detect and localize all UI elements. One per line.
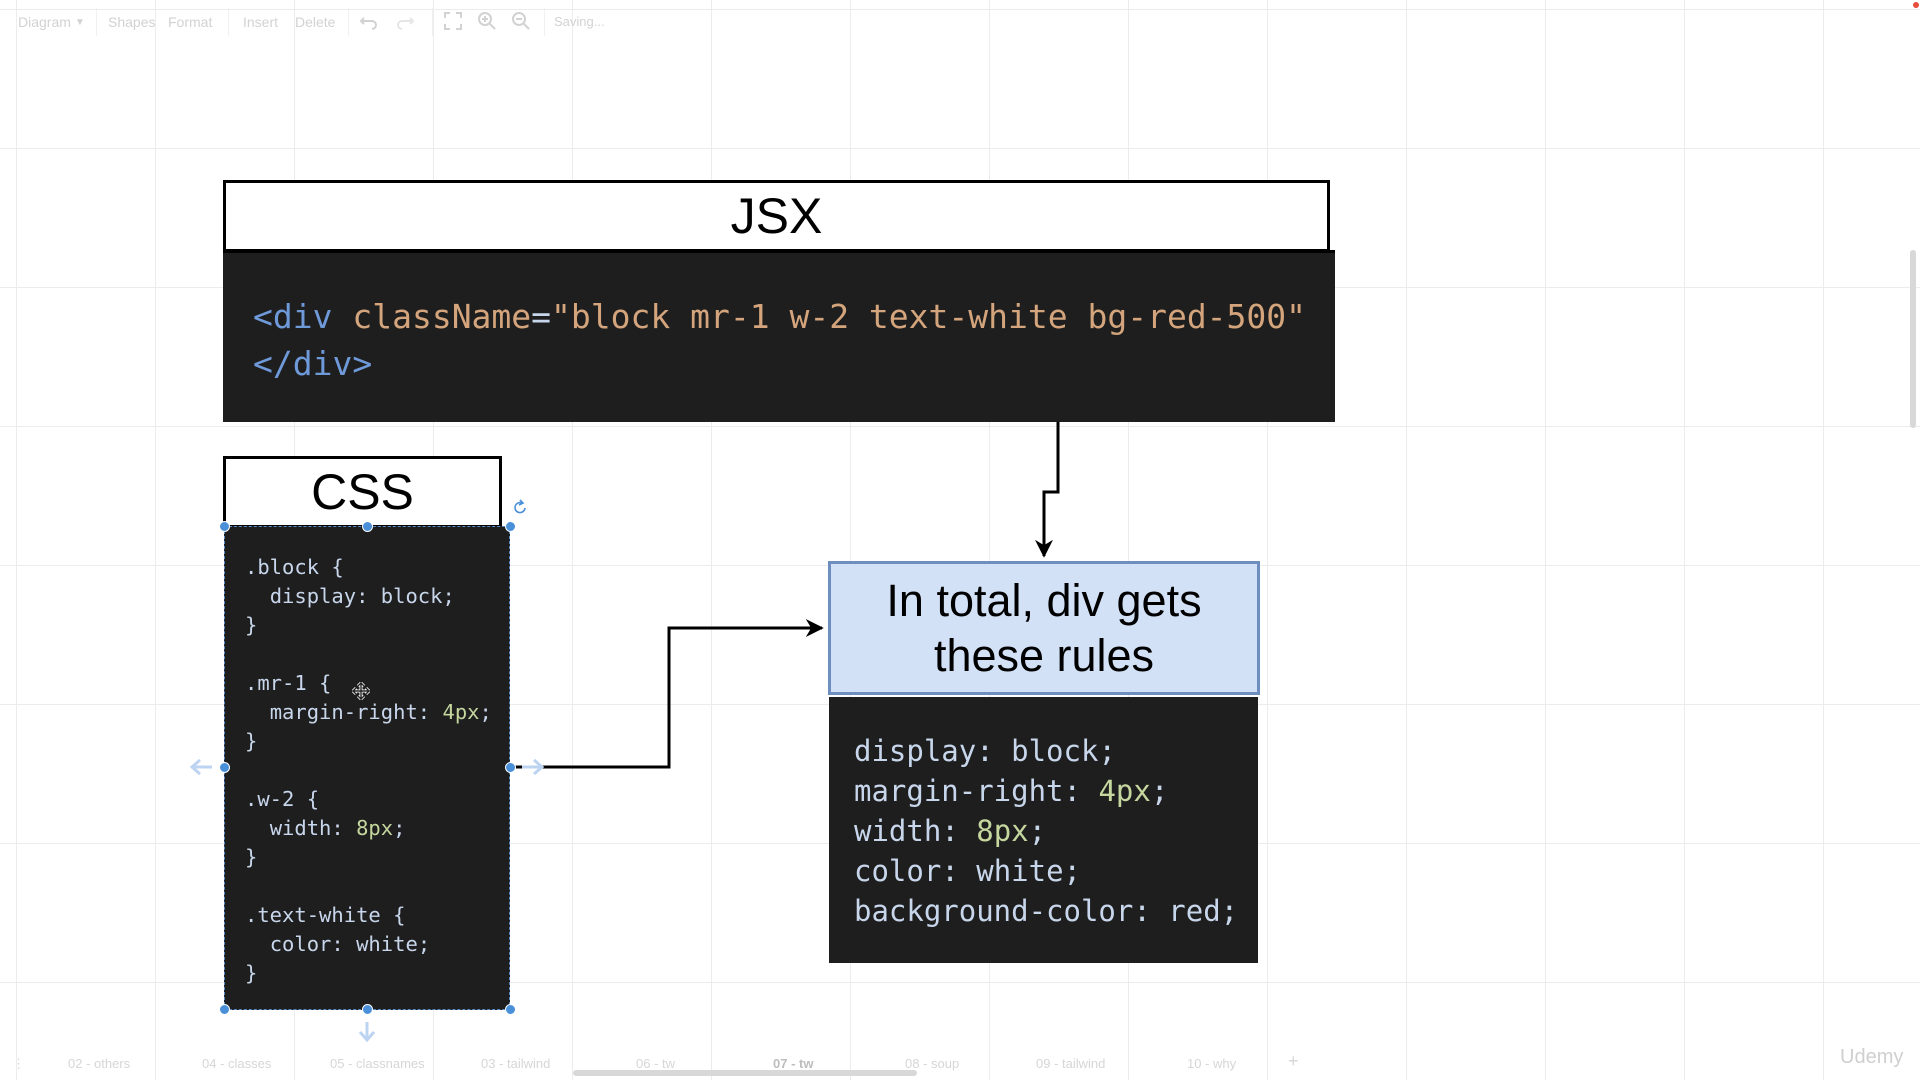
css-title-box[interactable]: CSS	[223, 456, 502, 528]
page-tab[interactable]: 09 - tailwind	[1036, 1056, 1106, 1071]
resize-handle-left[interactable]	[219, 762, 230, 773]
code-line: <div className="block mr-1 w-2 text-whit…	[253, 293, 1335, 340]
hover-arrow-right-icon[interactable]	[522, 758, 545, 776]
css-property: margin-right	[854, 774, 1064, 808]
css-property: width	[854, 814, 942, 848]
code-equals: =	[531, 297, 552, 336]
code-tag: <div	[253, 297, 333, 336]
jsx-to-total-arrow[interactable]	[1035, 422, 1060, 558]
css-rule: .block { display: block;}	[245, 555, 455, 637]
toolbar-divider	[228, 8, 229, 36]
css-value: 4px	[1098, 774, 1151, 808]
horizontal-scrollbar[interactable]	[573, 1070, 917, 1076]
jsx-title: JSX	[730, 188, 823, 244]
css-code-block[interactable]: .block { display: block;} .mr-1 { margin…	[224, 526, 510, 1010]
code-line: color: white;	[854, 854, 1082, 888]
resize-handle-bottom[interactable]	[362, 1004, 373, 1015]
toolbar-divider	[544, 8, 545, 36]
css-selector: .mr-1	[245, 671, 307, 695]
css-value: red	[1168, 894, 1221, 928]
jsx-code-block[interactable]: <div className="block mr-1 w-2 text-whit…	[223, 250, 1335, 422]
zoom-out-icon[interactable]	[510, 10, 532, 32]
code-line: background-color: red;	[854, 894, 1239, 928]
resize-handle-top-left[interactable]	[219, 521, 230, 532]
css-value: white	[356, 932, 418, 956]
pages-menu-icon[interactable]: ⋮	[12, 1056, 25, 1071]
page-tab[interactable]: 06 - tw	[636, 1056, 676, 1071]
resize-handle-right[interactable]	[505, 762, 516, 773]
css-property: margin-right	[269, 700, 418, 724]
code-line: margin-right: 4px;	[854, 774, 1169, 808]
toolbar-divider	[348, 8, 349, 36]
css-property: width	[269, 816, 332, 840]
css-to-total-arrow[interactable]	[510, 619, 824, 769]
code-line: </div>	[253, 340, 1335, 387]
shapes-button[interactable]: Shapes	[108, 14, 156, 30]
fullscreen-icon[interactable]	[442, 10, 464, 32]
css-selector: .block	[245, 555, 320, 579]
css-rule: .text-white { color: white;}	[245, 903, 431, 985]
resize-handle-bottom-right[interactable]	[505, 1004, 516, 1015]
resize-handle-top-right[interactable]	[505, 521, 516, 532]
hover-arrow-down-icon[interactable]	[358, 1022, 376, 1043]
code-line: display: block;	[854, 734, 1116, 768]
delete-button[interactable]: Delete	[295, 14, 336, 30]
css-value: block	[1011, 734, 1099, 768]
jsx-title-box[interactable]: JSX	[223, 180, 1330, 252]
udemy-watermark: Udemy	[1840, 1046, 1904, 1068]
toolbar-divider	[96, 8, 97, 36]
css-title: CSS	[311, 464, 414, 520]
css-selector: .text-white	[245, 903, 381, 927]
total-title-line: In total, div gets	[886, 575, 1202, 626]
css-property: background-color	[854, 894, 1134, 928]
page-tab[interactable]: 04 - classes	[202, 1056, 272, 1071]
resize-handle-bottom-left[interactable]	[219, 1004, 230, 1015]
code-attribute: className	[332, 297, 532, 336]
css-value: 8px	[976, 814, 1029, 848]
code-tag: </div>	[253, 344, 373, 383]
total-code-block[interactable]: display: block; margin-right: 4px; width: …	[829, 697, 1258, 963]
rotate-icon[interactable]	[514, 501, 526, 514]
format-button[interactable]: Format	[168, 14, 213, 30]
hover-arrow-left-icon[interactable]	[189, 758, 212, 776]
page-tab-active[interactable]: 07 - tw	[773, 1056, 814, 1071]
page-tab[interactable]: 02 - others	[68, 1056, 131, 1071]
chevron-down-icon: ▼	[75, 17, 85, 28]
zoom-in-icon[interactable]	[476, 10, 498, 32]
recording-indicator	[1913, 2, 1919, 8]
code-line: width: 8px;	[854, 814, 1047, 848]
css-property: display	[854, 734, 977, 768]
page-tab[interactable]: 05 - classnames	[330, 1056, 425, 1071]
vertical-scrollbar[interactable]	[1910, 250, 1916, 428]
page-tab[interactable]: 03 - tailwind	[481, 1056, 551, 1071]
css-value: 4px	[442, 700, 480, 724]
css-rule: .mr-1 { margin-right: 4px;}	[245, 671, 492, 753]
css-value: block	[380, 584, 443, 608]
total-title-box[interactable]: In total, div gets these rules	[828, 561, 1260, 695]
page-tab-bar: ⋮ 02 - others 04 - classes 05 - classnam…	[0, 1046, 1920, 1080]
total-title-line: these rules	[933, 630, 1155, 681]
undo-icon[interactable]	[358, 10, 380, 32]
code-string: "block mr-1 w-2 text-white bg-red-500"	[551, 297, 1307, 336]
toolbar: Diagram ▼ Shapes Format Insert Delete Sa…	[0, 0, 1920, 44]
insert-button[interactable]: Insert	[243, 14, 279, 30]
toolbar-divider	[432, 8, 433, 36]
saving-status: Saving...	[554, 14, 605, 29]
move-cursor-icon	[352, 682, 370, 700]
redo-icon[interactable]	[394, 10, 416, 32]
page-tab[interactable]: 10 - why	[1187, 1056, 1237, 1071]
add-page-icon[interactable]: +	[1288, 1051, 1299, 1071]
css-selector: .w-2	[245, 787, 295, 811]
css-property: color	[854, 854, 942, 888]
diagram-menu[interactable]: Diagram	[18, 14, 71, 30]
page-tab[interactable]: 08 - soup	[905, 1056, 960, 1071]
css-value: 8px	[356, 816, 394, 840]
css-property: display	[269, 584, 357, 608]
css-value: white	[976, 854, 1064, 888]
css-rule: .w-2 { width: 8px;}	[245, 787, 406, 869]
css-property: color	[269, 932, 332, 956]
resize-handle-top[interactable]	[362, 521, 373, 532]
